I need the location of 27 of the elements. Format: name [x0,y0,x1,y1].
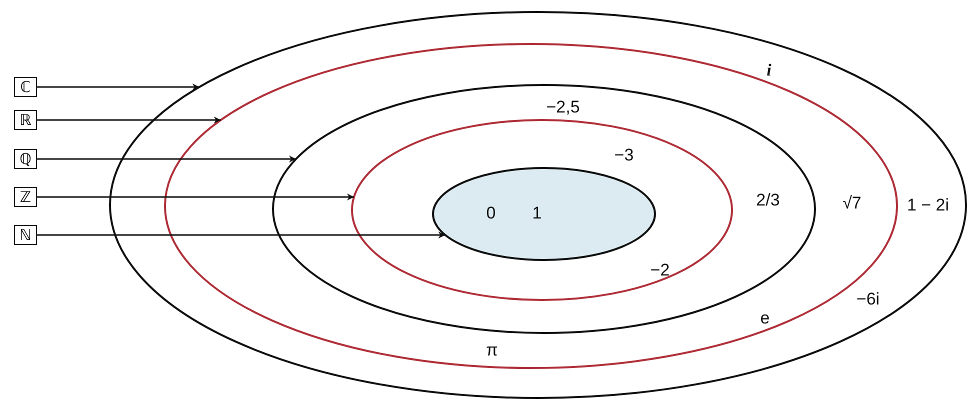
set-ellipse [110,12,966,398]
set-element-number: 1 − 2i [906,196,950,214]
set-symbol-label: ℕ [14,225,37,245]
set-element-number: e [760,310,770,326]
set-symbol-label: ℂ [14,77,37,97]
set-element-number: 1 [532,204,542,222]
arrow [37,156,296,162]
arrow [37,194,354,200]
set-element-number: 2/3 [756,192,780,208]
set-ellipse [273,85,815,333]
set-element-number: i [766,62,772,78]
arrow [37,116,221,124]
arrow [37,232,446,238]
set-element-number: −6i [856,290,880,308]
set-element-number: 0 [486,204,496,222]
set-ellipse [165,44,897,368]
set-element-number: −3 [614,146,634,164]
set-symbol-label: ℚ [14,149,37,169]
set-symbol-label: ℝ [14,110,37,130]
set-element-number: −2 [650,262,670,278]
arrow [37,84,200,90]
set-ellipse [433,168,655,260]
set-element-number: π [486,342,498,358]
set-element-number: √7 [842,194,862,212]
set-ellipse [352,120,732,300]
set-symbol-label: ℤ [14,187,37,207]
set-element-number: −2,5 [546,98,580,116]
